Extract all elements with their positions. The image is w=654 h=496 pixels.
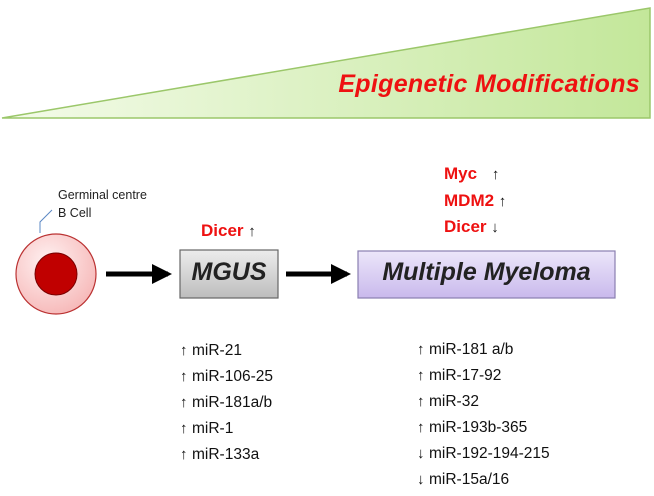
up-arrow-icon: ↑ xyxy=(417,419,425,436)
list-item: ↑miR-193b-365 xyxy=(417,415,550,441)
mgus-box xyxy=(179,249,279,299)
cell-label: Germinal centre B Cell xyxy=(58,186,147,222)
up-arrow-icon: ↑ xyxy=(180,446,188,463)
up-arrow-icon: ↑ xyxy=(491,166,500,183)
down-arrow-icon: ↓ xyxy=(491,219,499,236)
list-item: ↓miR-15a/16 xyxy=(417,467,550,493)
up-arrow-icon: ↑ xyxy=(248,223,256,240)
list-item: ↑miR-181 a/b xyxy=(417,337,550,363)
up-arrow-icon: ↑ xyxy=(180,420,188,437)
marker-name: Dicer xyxy=(201,221,244,240)
mgus-mir-list: ↑miR-21 ↑miR-106-25 ↑miR-181a/b ↑miR-1 ↑… xyxy=(180,338,273,468)
epigenetic-wedge xyxy=(1,7,651,119)
list-item: ↑miR-21 xyxy=(180,338,273,364)
marker-myc: Myc ↑ xyxy=(444,160,511,188)
up-arrow-icon: ↑ xyxy=(417,393,425,410)
up-arrow-icon: ↑ xyxy=(417,367,425,384)
mgus-marker: Dicer ↑ xyxy=(201,221,260,241)
cell-label-line2: B Cell xyxy=(58,206,92,220)
list-item: ↑miR-181a/b xyxy=(180,390,273,416)
mm-mir-list: ↑miR-181 a/b ↑miR-17-92 ↑miR-32 ↑miR-193… xyxy=(417,337,550,493)
up-arrow-icon: ↑ xyxy=(498,193,507,210)
multiple-myeloma-box xyxy=(357,250,616,299)
cell-label-pointer xyxy=(39,209,53,233)
down-arrow-icon: ↓ xyxy=(417,471,425,488)
list-item: ↑miR-1 xyxy=(180,416,273,442)
up-arrow-icon: ↑ xyxy=(180,342,188,359)
list-item: ↑miR-17-92 xyxy=(417,363,550,389)
list-item: ↑miR-133a xyxy=(180,442,273,468)
list-item: ↓miR-192-194-215 xyxy=(417,441,550,467)
list-item: ↑miR-106-25 xyxy=(180,364,273,390)
multiple-myeloma-label: Multiple Myeloma xyxy=(382,258,591,286)
up-arrow-icon: ↑ xyxy=(417,341,425,358)
cell-label-line1: Germinal centre xyxy=(58,188,147,202)
list-item: ↑miR-32 xyxy=(417,389,550,415)
mgus-label: MGUS xyxy=(191,258,267,286)
marker-mdm2: MDM2 ↑ xyxy=(444,188,511,214)
mm-markers: Myc ↑ MDM2 ↑ Dicer ↓ xyxy=(444,160,511,240)
up-arrow-icon: ↑ xyxy=(180,368,188,385)
up-arrow-icon: ↑ xyxy=(180,394,188,411)
b-cell-graphic xyxy=(15,233,97,315)
diagram-title: Epigenetic Modifications xyxy=(338,70,640,98)
marker-dicer: Dicer ↓ xyxy=(444,214,511,240)
down-arrow-icon: ↓ xyxy=(417,445,425,462)
